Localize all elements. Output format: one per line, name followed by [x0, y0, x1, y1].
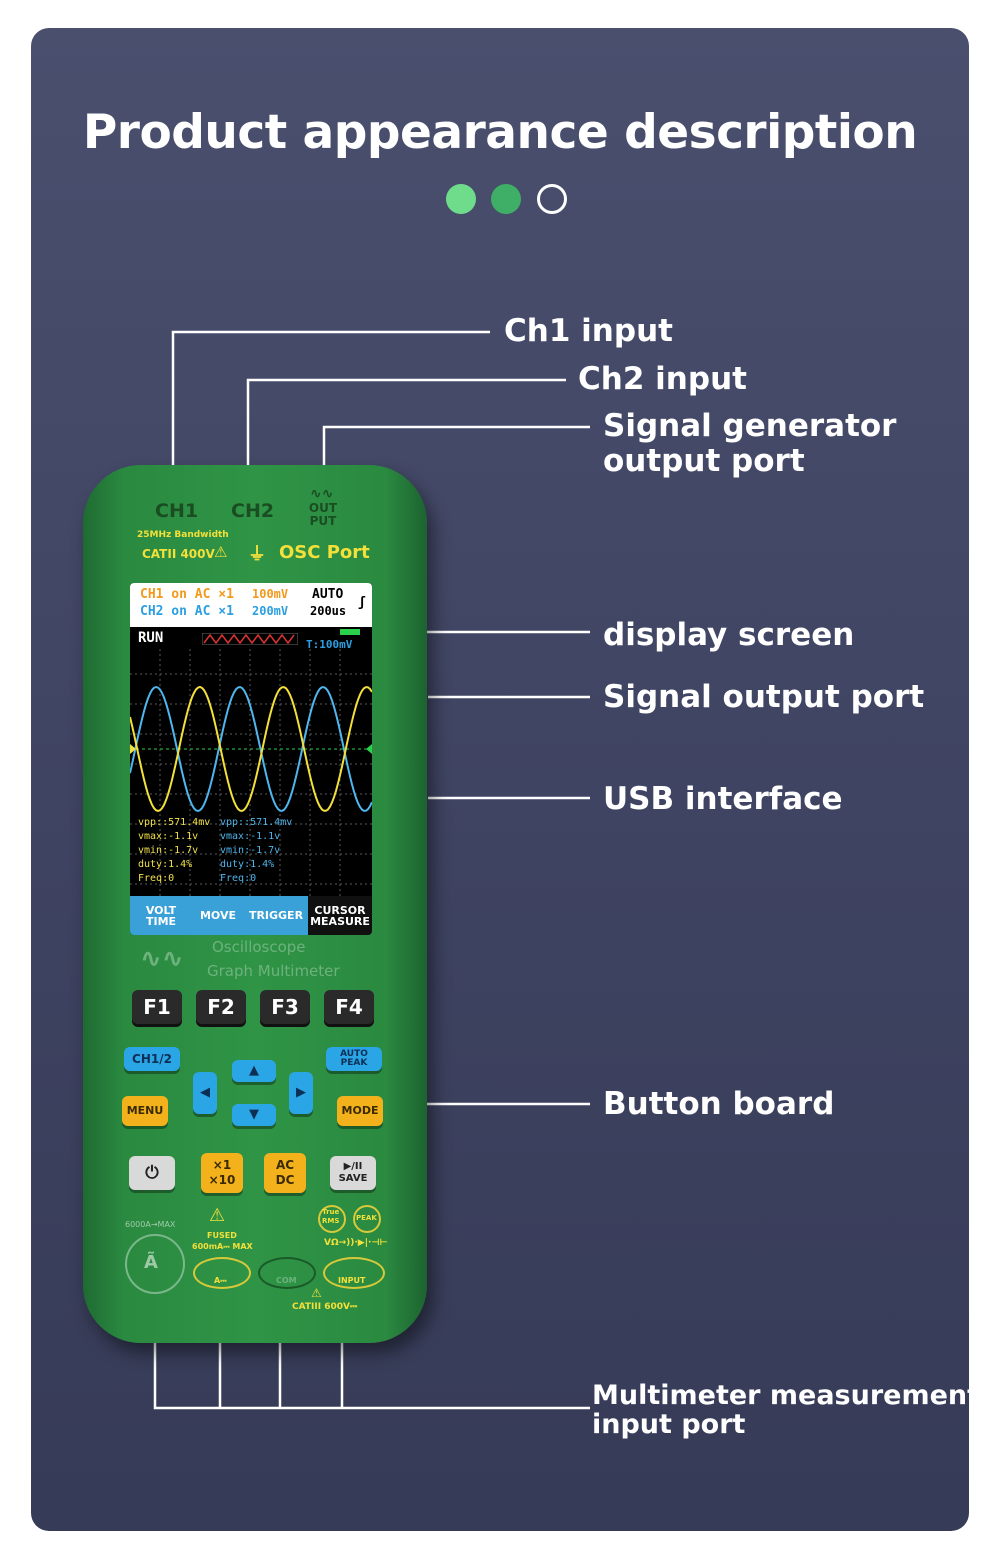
label-signal-output-port: Signal output port	[603, 679, 925, 715]
ch2-measurements: vpp::571.4mv vmax:-1.1v vmin:-1.7v duty:…	[220, 817, 293, 884]
ch1-port-label: CH1	[155, 500, 199, 522]
function-symbols: VΩ→))·▶|·⊣⊢	[324, 1238, 388, 1248]
out-put-label: OUT PUT	[308, 501, 338, 528]
arrow-up-button[interactable]: ▲	[232, 1060, 276, 1082]
f1-button[interactable]: F1	[132, 990, 182, 1024]
clamp-icon: Ã	[144, 1252, 158, 1273]
label-display-screen: display screen	[603, 617, 855, 653]
mode-button[interactable]: MODE	[337, 1096, 383, 1126]
label-signal-generator-1: Signal generator	[603, 408, 897, 444]
label-multimeter-2: input port	[592, 1409, 746, 1440]
f3-button[interactable]: F3	[260, 990, 310, 1024]
ground-icon: ⏚	[248, 544, 266, 565]
page-title: Product appearance description	[82, 105, 918, 160]
trigger-edge-icon: ʃ	[358, 595, 366, 610]
brand-line-2: Graph Multimeter	[207, 962, 340, 980]
label-multimeter-1: Multimeter measurement	[592, 1380, 981, 1411]
fused-label: FUSED	[207, 1231, 237, 1240]
softkey-move[interactable]: MOVE	[199, 909, 237, 922]
power-button[interactable]: ⏻	[129, 1156, 175, 1190]
carousel-dot-3[interactable]	[537, 184, 567, 214]
arrow-up-icon: ▲	[249, 1063, 259, 1078]
screen-status-area: CH1 on AC ×1 100mV CH2 on AC ×1 200mV AU…	[130, 583, 372, 627]
label-button-board: Button board	[603, 1086, 835, 1122]
arrow-right-button[interactable]: ▶	[289, 1072, 313, 1114]
arrow-left-button[interactable]: ◀	[193, 1072, 217, 1114]
cat-warning-icon: ⚠	[311, 1286, 322, 1300]
ch1-scale: 100mV	[252, 587, 289, 601]
leader-multimeter-1	[153, 1340, 590, 1410]
label-signal-generator-2: output port	[603, 443, 805, 479]
clamp-input-jack[interactable]	[125, 1234, 185, 1294]
f2-button[interactable]: F2	[196, 990, 246, 1024]
carousel-dot-1[interactable]	[446, 184, 476, 214]
ch12-button[interactable]: CH1/2	[124, 1047, 180, 1071]
peak-badge	[353, 1205, 381, 1233]
fused-rating-label: 600mA⎓ MAX	[192, 1242, 253, 1251]
true-rms-badge	[318, 1205, 346, 1233]
ch1-status: CH1 on AC ×1	[140, 587, 234, 602]
com-port-label: COM	[276, 1276, 297, 1285]
ch2-waveform	[130, 685, 372, 813]
ch2-scale: 200mV	[252, 604, 289, 618]
cat-400v-label: CATII 400V	[142, 547, 215, 561]
trigger-level: T:100mV	[306, 638, 353, 651]
run-status: RUN	[138, 630, 164, 646]
softkey-trigger[interactable]: TRIGGER	[248, 909, 304, 922]
amp-port-label: A⎓	[214, 1276, 227, 1285]
label-usb-interface: USB interface	[603, 781, 843, 817]
brand-line-1: Oscilloscope	[212, 938, 306, 956]
wave-logo-icon: ∿∿	[140, 944, 184, 974]
power-icon: ⏻	[145, 1163, 159, 1183]
arrow-down-button[interactable]: ▼	[232, 1104, 276, 1126]
waveform-plot	[130, 649, 372, 896]
arrow-right-icon: ▶	[296, 1085, 306, 1100]
battery-indicator	[340, 629, 360, 635]
bandwidth-label: 25MHz Bandwidth	[137, 530, 229, 540]
f4-button[interactable]: F4	[324, 990, 374, 1024]
ch1-waveform	[130, 685, 372, 813]
arrow-left-icon: ◀	[200, 1085, 210, 1100]
ch2-status: CH2 on AC ×1	[140, 604, 234, 619]
max-current-label: 6000A→MAX	[125, 1220, 176, 1229]
x1-x10-button[interactable]: ×1×10	[201, 1153, 243, 1193]
osc-port-label: OSC Port	[279, 542, 370, 563]
trigger-strip	[202, 633, 298, 645]
arrow-down-icon: ▼	[249, 1107, 259, 1122]
acquire-mode: AUTO	[312, 587, 344, 602]
wave-icon: ∿∿	[310, 486, 334, 502]
leader-ch2	[246, 378, 566, 490]
display-screen: CH1 on AC ×1 100mV CH2 on AC ×1 200mV AU…	[130, 583, 372, 935]
warning-icon: ⚠	[214, 543, 228, 561]
peak-label: PEAK	[356, 1214, 377, 1222]
leader-ch1	[171, 330, 490, 468]
timebase: 200us	[310, 604, 347, 618]
input-port-label: INPUT	[338, 1276, 366, 1285]
ch1-measurements: vpp::571.4mv vmax:-1.1v vmin:-1.7v duty:…	[138, 817, 211, 884]
label-ch1-input: Ch1 input	[504, 313, 673, 349]
menu-button[interactable]: MENU	[122, 1096, 168, 1126]
carousel-dot-2[interactable]	[491, 184, 521, 214]
fused-warning-icon: ⚠	[209, 1205, 226, 1226]
com-input-jack[interactable]	[258, 1257, 316, 1289]
label-ch2-input: Ch2 input	[578, 361, 747, 397]
ch2-port-label: CH2	[231, 500, 275, 522]
cat-600v-label: CATIII 600V⎓	[292, 1302, 358, 1312]
amp-input-jack[interactable]	[193, 1257, 251, 1289]
vohm-input-jack[interactable]	[323, 1257, 385, 1289]
